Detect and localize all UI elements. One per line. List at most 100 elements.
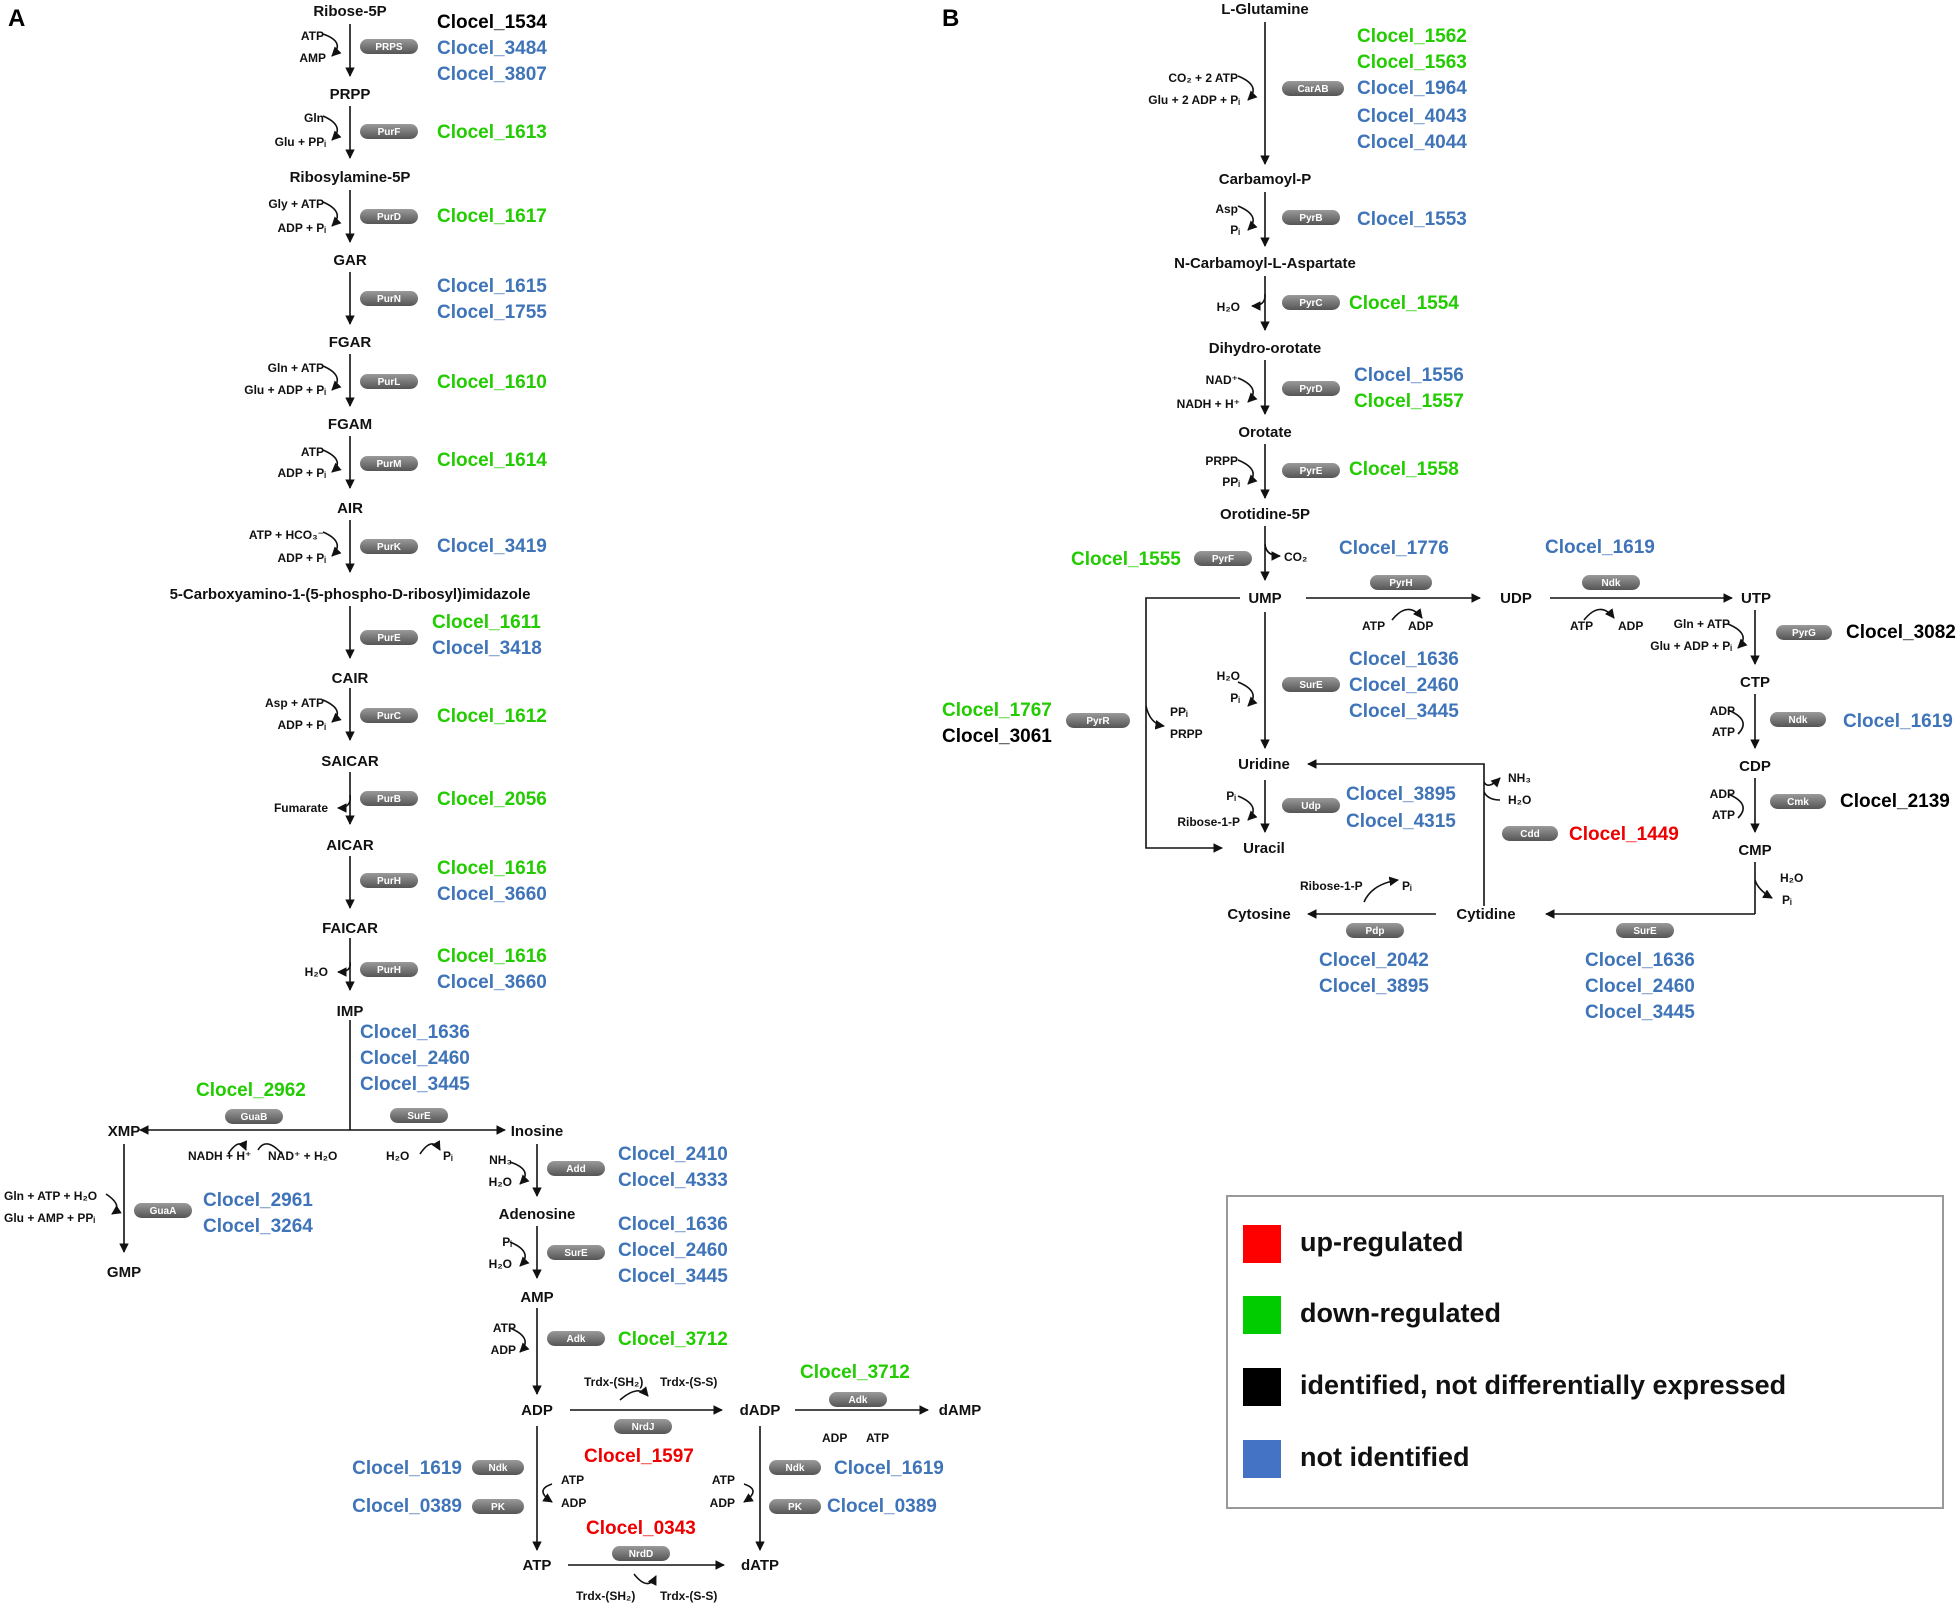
enzyme-pill: PyrF: [1194, 551, 1252, 566]
legend-swatch-down: [1243, 1296, 1281, 1334]
metabolite: GAR: [333, 252, 367, 269]
enzyme-pill: NrdJ: [614, 1419, 672, 1434]
svg-text:Udp: Udp: [1301, 801, 1320, 812]
enzyme-pill: Ndk: [472, 1460, 524, 1475]
gene-label: Clocel_1636: [618, 1214, 728, 1235]
gene-label: Clocel_1563: [1357, 52, 1467, 73]
svg-text:GuaB: GuaB: [241, 1112, 268, 1123]
enzyme-pill: PRPS: [360, 39, 418, 54]
metabolite: UMP: [1248, 590, 1281, 607]
cofactor: ADP: [491, 1343, 516, 1357]
gene-label: Clocel_1636: [1585, 950, 1695, 971]
enzyme-pill: PurD: [360, 209, 418, 224]
svg-text:PurE: PurE: [377, 633, 401, 644]
cofactor: CO₂ + 2 ATP: [1168, 71, 1238, 85]
gene-label: Clocel_3807: [437, 64, 547, 85]
svg-text:PyrR: PyrR: [1086, 716, 1110, 727]
gene-label: Clocel_0343: [586, 1518, 696, 1539]
gene-label: Clocel_2460: [618, 1240, 728, 1261]
cofactor: Pᵢ: [443, 1149, 453, 1163]
gene-label: Clocel_1612: [437, 706, 547, 727]
metabolite: UTP: [1741, 590, 1771, 607]
metabolite: FAICAR: [322, 920, 378, 937]
gene-label: Clocel_3264: [203, 1216, 313, 1237]
metabolite: SAICAR: [321, 753, 379, 770]
gene-label: Clocel_3418: [432, 638, 542, 659]
enzyme-pill: Ndk: [1582, 575, 1640, 590]
svg-text:PyrE: PyrE: [1300, 466, 1323, 477]
enzyme-pill: Cmk: [1770, 794, 1826, 809]
gene-label: Clocel_1553: [1357, 209, 1467, 230]
svg-text:CarAB: CarAB: [1297, 84, 1328, 95]
legend-label-not-identified: not identified: [1300, 1442, 1469, 1472]
svg-text:PK: PK: [491, 1502, 506, 1513]
svg-text:SurE: SurE: [407, 1111, 431, 1122]
enzyme-pill: PyrR: [1066, 713, 1130, 728]
gene-label: Clocel_3445: [618, 1266, 728, 1287]
gene-label: Clocel_1619: [834, 1458, 944, 1479]
svg-text:SurE: SurE: [1299, 680, 1323, 691]
panel-b: L-Glutamine Carbamoyl-P N-Carbamoyl-L-As…: [942, 1, 1956, 1023]
cofactor: ATP: [301, 445, 324, 459]
metabolite: Adenosine: [499, 1206, 576, 1223]
cofactor: ATP: [1712, 725, 1735, 739]
cofactor: NH₃: [1508, 771, 1531, 785]
gene-label: Clocel_1611: [432, 612, 541, 633]
gene-label: Clocel_1556: [1354, 365, 1464, 386]
cofactor: ADP: [1710, 787, 1735, 801]
cofactor: CO₂: [1284, 550, 1307, 564]
cofactor: ATP: [301, 29, 324, 43]
metabolite: Ribosylamine-5P: [290, 169, 411, 186]
svg-text:PK: PK: [788, 1502, 803, 1513]
gene-label: Clocel_1614: [437, 450, 547, 471]
cofactor: Ribose-1-P: [1177, 815, 1240, 829]
gene-label: Clocel_3445: [1349, 701, 1459, 722]
gene-label: Clocel_4043: [1357, 106, 1467, 127]
enzyme-pill: PurN: [360, 291, 418, 306]
svg-text:Cdd: Cdd: [1520, 829, 1539, 840]
gene-label: Clocel_3419: [437, 536, 547, 557]
enzyme-pill: PurM: [360, 456, 418, 471]
metabolite: AIR: [337, 500, 363, 517]
gene-label: Clocel_1554: [1349, 293, 1459, 314]
gene-label: Clocel_4333: [618, 1170, 728, 1191]
enzyme-pill: SurE: [1282, 677, 1340, 692]
legend-box: [1226, 1195, 1944, 1509]
cofactor: ADP: [561, 1496, 586, 1510]
metabolite: dAMP: [939, 1402, 982, 1419]
gene-label: Clocel_1616: [437, 946, 547, 967]
gene-label: Clocel_1619: [352, 1458, 462, 1479]
svg-text:PRPS: PRPS: [375, 42, 403, 53]
cofactor: ADP: [1618, 619, 1643, 633]
cofactor: Gln + ATP + H₂O: [4, 1189, 97, 1203]
metabolite: Cytosine: [1227, 906, 1290, 923]
cofactor: PRPP: [1170, 727, 1203, 741]
metabolite: 5-Carboxyamino-1-(5-phospho-D-ribosyl)im…: [170, 586, 531, 603]
gene-label: Clocel_3712: [618, 1329, 728, 1350]
metabolite: Cytidine: [1456, 906, 1515, 923]
metabolite: CDP: [1739, 758, 1771, 775]
cofactor: Glu + AMP + PPᵢ: [4, 1211, 95, 1225]
legend-swatch-up: [1243, 1225, 1281, 1263]
gene-label: Clocel_1557: [1354, 391, 1464, 412]
svg-text:PurM: PurM: [377, 459, 402, 470]
enzyme-pill: PurH: [360, 873, 418, 888]
cofactor: Pᵢ: [502, 1235, 512, 1249]
gene-label: Clocel_2961: [203, 1190, 313, 1211]
enzyme-pill: PurK: [360, 539, 418, 554]
metabolite: XMP: [108, 1123, 141, 1140]
metabolite: CAIR: [332, 670, 369, 687]
svg-text:Ndk: Ndk: [1602, 578, 1621, 589]
metabolite: Orotate: [1238, 424, 1291, 441]
metabolite: CMP: [1738, 842, 1771, 859]
gene-label: Clocel_2460: [1585, 976, 1695, 997]
metabolite: L-Glutamine: [1221, 1, 1309, 18]
gene-label: Clocel_4315: [1346, 811, 1456, 832]
cofactor: Trdx-(S-S): [660, 1375, 717, 1389]
gene-label: Clocel_2410: [618, 1144, 728, 1165]
svg-text:Pdp: Pdp: [1366, 926, 1385, 937]
gene-label: Clocel_1964: [1357, 78, 1467, 99]
cofactor: Gln + ATP: [1674, 617, 1730, 631]
cofactor: ADP + Pᵢ: [278, 551, 327, 565]
